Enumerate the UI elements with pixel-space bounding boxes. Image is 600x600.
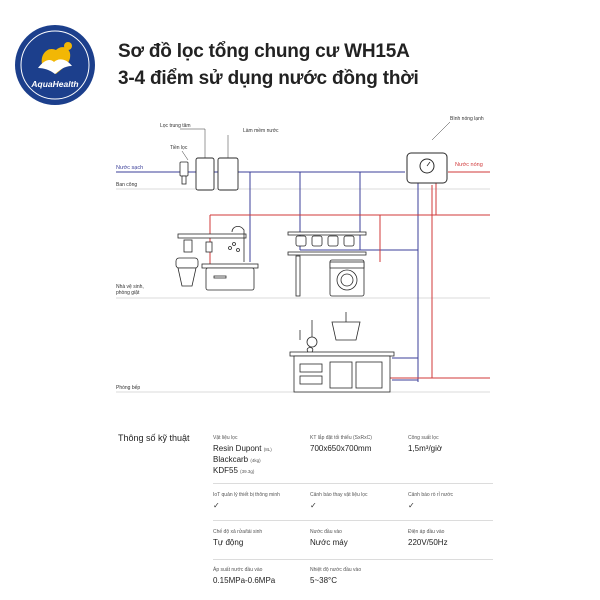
aquahealth-logo: AquaHealth <box>15 25 95 105</box>
spec-divider <box>213 483 493 484</box>
check-icon: ✓ <box>213 501 220 510</box>
label-phong-bep: Phòng bếp <box>116 385 140 391</box>
page-title: Sơ đồ lọc tổng chung cư WH15A 3-4 điểm s… <box>118 38 419 92</box>
title-line-2: 3-4 điểm sử dụng nước đồng thời <box>118 68 419 89</box>
title-line-1: Sơ đồ lọc tổng chung cư WH15A <box>118 41 410 62</box>
specs-heading: Thông số kỹ thuật <box>118 433 190 443</box>
spec-canh-bao-thay: Cảnh báo thay vật liệu lọc ✓ <box>310 492 402 511</box>
filtration-diagram: Nước sạch Ban công Nhà vệ sinh, phòng gi… <box>116 116 490 393</box>
label-lam-mem-nuoc: Làm mềm nước <box>243 128 279 134</box>
spec-dien-ap: Điện áp đầu vào 220V/50Hz <box>408 529 448 547</box>
clean-water-pipes <box>116 171 419 382</box>
spec-divider <box>213 520 493 521</box>
check-icon: ✓ <box>310 501 317 510</box>
central-filter-tank <box>195 157 215 191</box>
label-tien-loc: Tiền lọc <box>170 145 188 151</box>
label-binh-nong-lanh: Bình nóng lạnh <box>450 116 484 122</box>
label-loc-trung-tam: Lọc trung tâm <box>160 123 191 129</box>
label-ban-cong: Ban công <box>116 182 137 188</box>
logo-text: AquaHealth <box>30 79 78 89</box>
spec-canh-bao-ro: Cảnh báo rò rỉ nước ✓ <box>408 492 488 511</box>
specs-section: Thông số kỹ thuật Vật liệu lọc Resin Dup… <box>0 425 600 600</box>
spec-nuoc-dau-vao: Nước đầu vào Nước máy <box>310 529 348 547</box>
spec-nhiet-do: Nhiệt độ nước đầu vào 5~38°C <box>310 567 362 585</box>
bathroom-illustration <box>175 226 259 291</box>
label-nha-ve-sinh-2: phòng giặt <box>116 290 140 296</box>
pre-filter-unit <box>179 161 189 185</box>
spec-che-do: Chế độ xả rửa/tái sinh Tự động <box>213 529 263 547</box>
spec-kich-thuoc: KT lắp đặt tối thiểu (SxRxC) 700x650x700… <box>310 435 372 453</box>
label-nha-ve-sinh-1: Nhà vệ sinh, <box>116 284 144 290</box>
kitchen-illustration <box>289 312 395 393</box>
spec-cong-suat: Công suất lọc 1,5m³/giờ <box>408 435 443 453</box>
spec-ap-suat: Áp suất nước đầu vào 0.15MPa-0.6MPa <box>213 567 276 585</box>
spec-vat-lieu: Vật liệu lọc Resin Dupont (8L) Blackcarb… <box>213 435 272 475</box>
label-nuoc-sach: Nước sạch <box>116 165 143 171</box>
check-icon: ✓ <box>408 501 415 510</box>
spec-divider <box>213 559 493 560</box>
spec-iot: IoT quản lý thiết bị thông minh ✓ <box>213 492 305 511</box>
label-nuoc-nong: Nước nóng <box>455 162 483 168</box>
water-softener-tank <box>217 157 239 191</box>
water-heater-unit <box>406 152 448 184</box>
laundry-illustration <box>287 231 367 297</box>
